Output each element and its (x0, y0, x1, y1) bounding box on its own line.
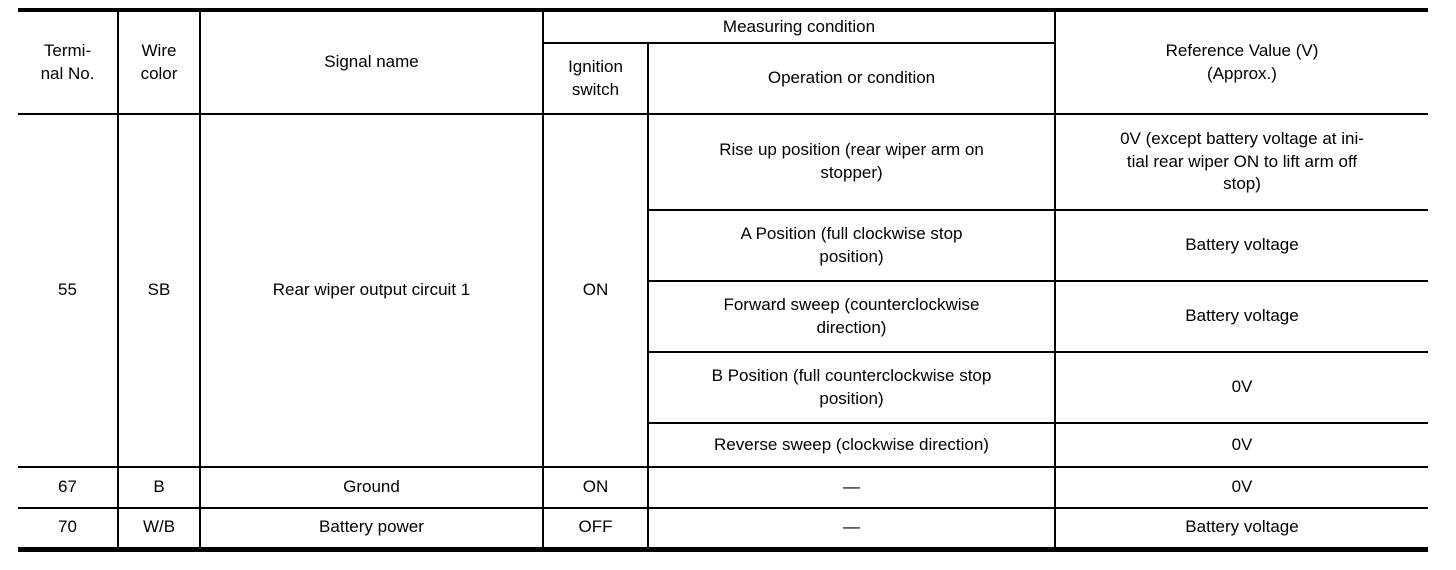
cell-wire-color: B (117, 466, 201, 509)
cell-signal-name: Rear wiper output circuit 1 (199, 113, 544, 468)
header-ignition-switch: Ignition switch (542, 42, 649, 115)
cell-reference-value: 0V (1054, 422, 1428, 468)
table-row: Forward sweep (counterclockwise directio… (18, 280, 1428, 353)
header-wire-color: Wire color (117, 9, 201, 115)
header-measuring-condition: Measuring condition (542, 9, 1056, 44)
cell-reference-value: Battery voltage (1054, 507, 1428, 550)
cell-terminal-no: 55 (18, 113, 119, 468)
cell-ignition-switch: ON (542, 466, 649, 509)
cell-signal-name: Ground (199, 466, 544, 509)
header-operation-or-condition: Operation or condition (647, 42, 1056, 115)
cell-terminal-no: 70 (18, 507, 119, 550)
cell-operation: Reverse sweep (clockwise direction) (647, 422, 1056, 468)
cell-reference-value: Battery voltage (1054, 280, 1428, 353)
header-terminal-no: Termi- nal No. (18, 9, 119, 115)
cell-signal-name: Battery power (199, 507, 544, 550)
cell-operation: Rise up position (rear wiper arm on stop… (647, 113, 1056, 211)
table-row: Reverse sweep (clockwise direction) 0V (18, 422, 1428, 468)
cell-reference-value: 0V (1054, 351, 1428, 424)
cell-operation: A Position (full clockwise stop position… (647, 209, 1056, 282)
cell-reference-value: Battery voltage (1054, 209, 1428, 282)
terminal-reference-table: Termi- nal No. Wire color Signal name Me… (18, 8, 1428, 552)
header-signal-name: Signal name (199, 9, 544, 115)
table-row: 70 W/B Battery power OFF — Battery volta… (18, 507, 1428, 550)
cell-operation: Forward sweep (counterclockwise directio… (647, 280, 1056, 353)
cell-operation: B Position (full counterclockwise stop p… (647, 351, 1056, 424)
cell-reference-value: 0V (except battery voltage at ini- tial … (1054, 113, 1428, 211)
header-reference-value: Reference Value (V) (Approx.) (1054, 9, 1428, 115)
cell-wire-color: W/B (117, 507, 201, 550)
table-row: 55 SB Rear wiper output circuit 1 ON Ris… (18, 113, 1428, 468)
table-row: A Position (full clockwise stop position… (18, 209, 1428, 282)
cell-ignition-switch: ON (542, 113, 649, 468)
table-row: B Position (full counterclockwise stop p… (18, 351, 1428, 424)
cell-operation: — (647, 507, 1056, 550)
table-row: 67 B Ground ON — 0V (18, 466, 1428, 509)
cell-reference-value: 0V (1054, 466, 1428, 509)
cell-operation: — (647, 466, 1056, 509)
cell-ignition-switch: OFF (542, 507, 649, 550)
cell-wire-color: SB (117, 113, 201, 468)
cell-terminal-no: 67 (18, 466, 119, 509)
